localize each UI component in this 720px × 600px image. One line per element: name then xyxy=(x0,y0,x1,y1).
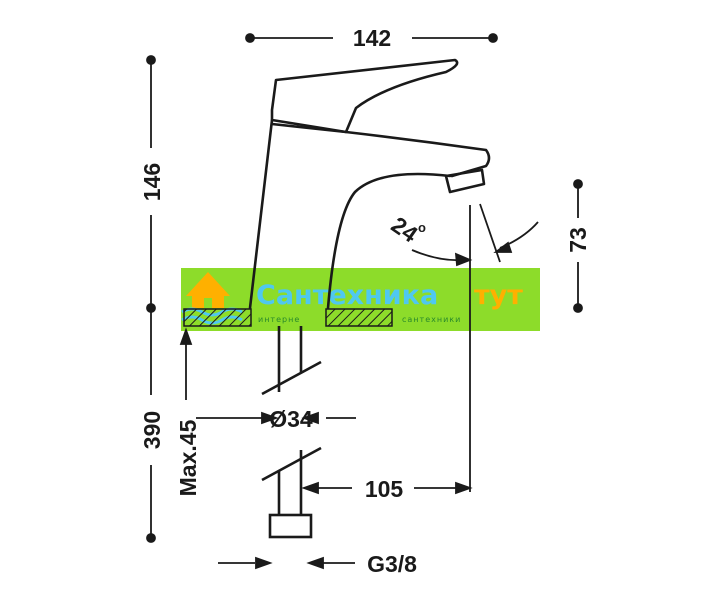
dimension-lines xyxy=(146,33,583,570)
watermark-brand-left: Сантехника xyxy=(256,280,438,311)
faucet-spout-top xyxy=(270,122,491,178)
dim-spout-drop: 73 xyxy=(565,227,591,253)
faucet-spout-bottom xyxy=(326,172,452,310)
pipe-fitting xyxy=(268,513,313,539)
dim-reach: 105 xyxy=(365,476,404,502)
watermark-brand-right: тут xyxy=(474,280,523,311)
countertop-left-section xyxy=(183,308,252,327)
dim-height-total: 390 xyxy=(139,411,165,449)
countertop xyxy=(183,308,393,327)
watermark-tagline-left: интерне xyxy=(258,315,300,324)
dim-height-upper: 146 xyxy=(139,163,165,201)
dim-width-top: 142 xyxy=(353,25,391,51)
supply-pipe xyxy=(261,326,322,539)
faucet-aerator xyxy=(444,168,486,194)
dimension-labels: 142 146 390 Max.45 Ø34 105 G3/8 73 24 o xyxy=(139,25,591,577)
countertop-right-section xyxy=(325,308,393,327)
faucet-outline xyxy=(248,58,491,310)
dim-max-thickness: Max.45 xyxy=(175,419,201,496)
faucet-handle xyxy=(270,58,459,134)
watermark-tagline-right: сантехники xyxy=(402,315,461,324)
dim-degree-mark: o xyxy=(418,220,426,235)
dim-pipe-diameter: Ø34 xyxy=(269,406,313,432)
watermark: Сантехника тут интерне сантехники xyxy=(181,268,540,331)
dim-thread: G3/8 xyxy=(367,551,417,577)
faucet-body-left-edge xyxy=(248,118,274,310)
